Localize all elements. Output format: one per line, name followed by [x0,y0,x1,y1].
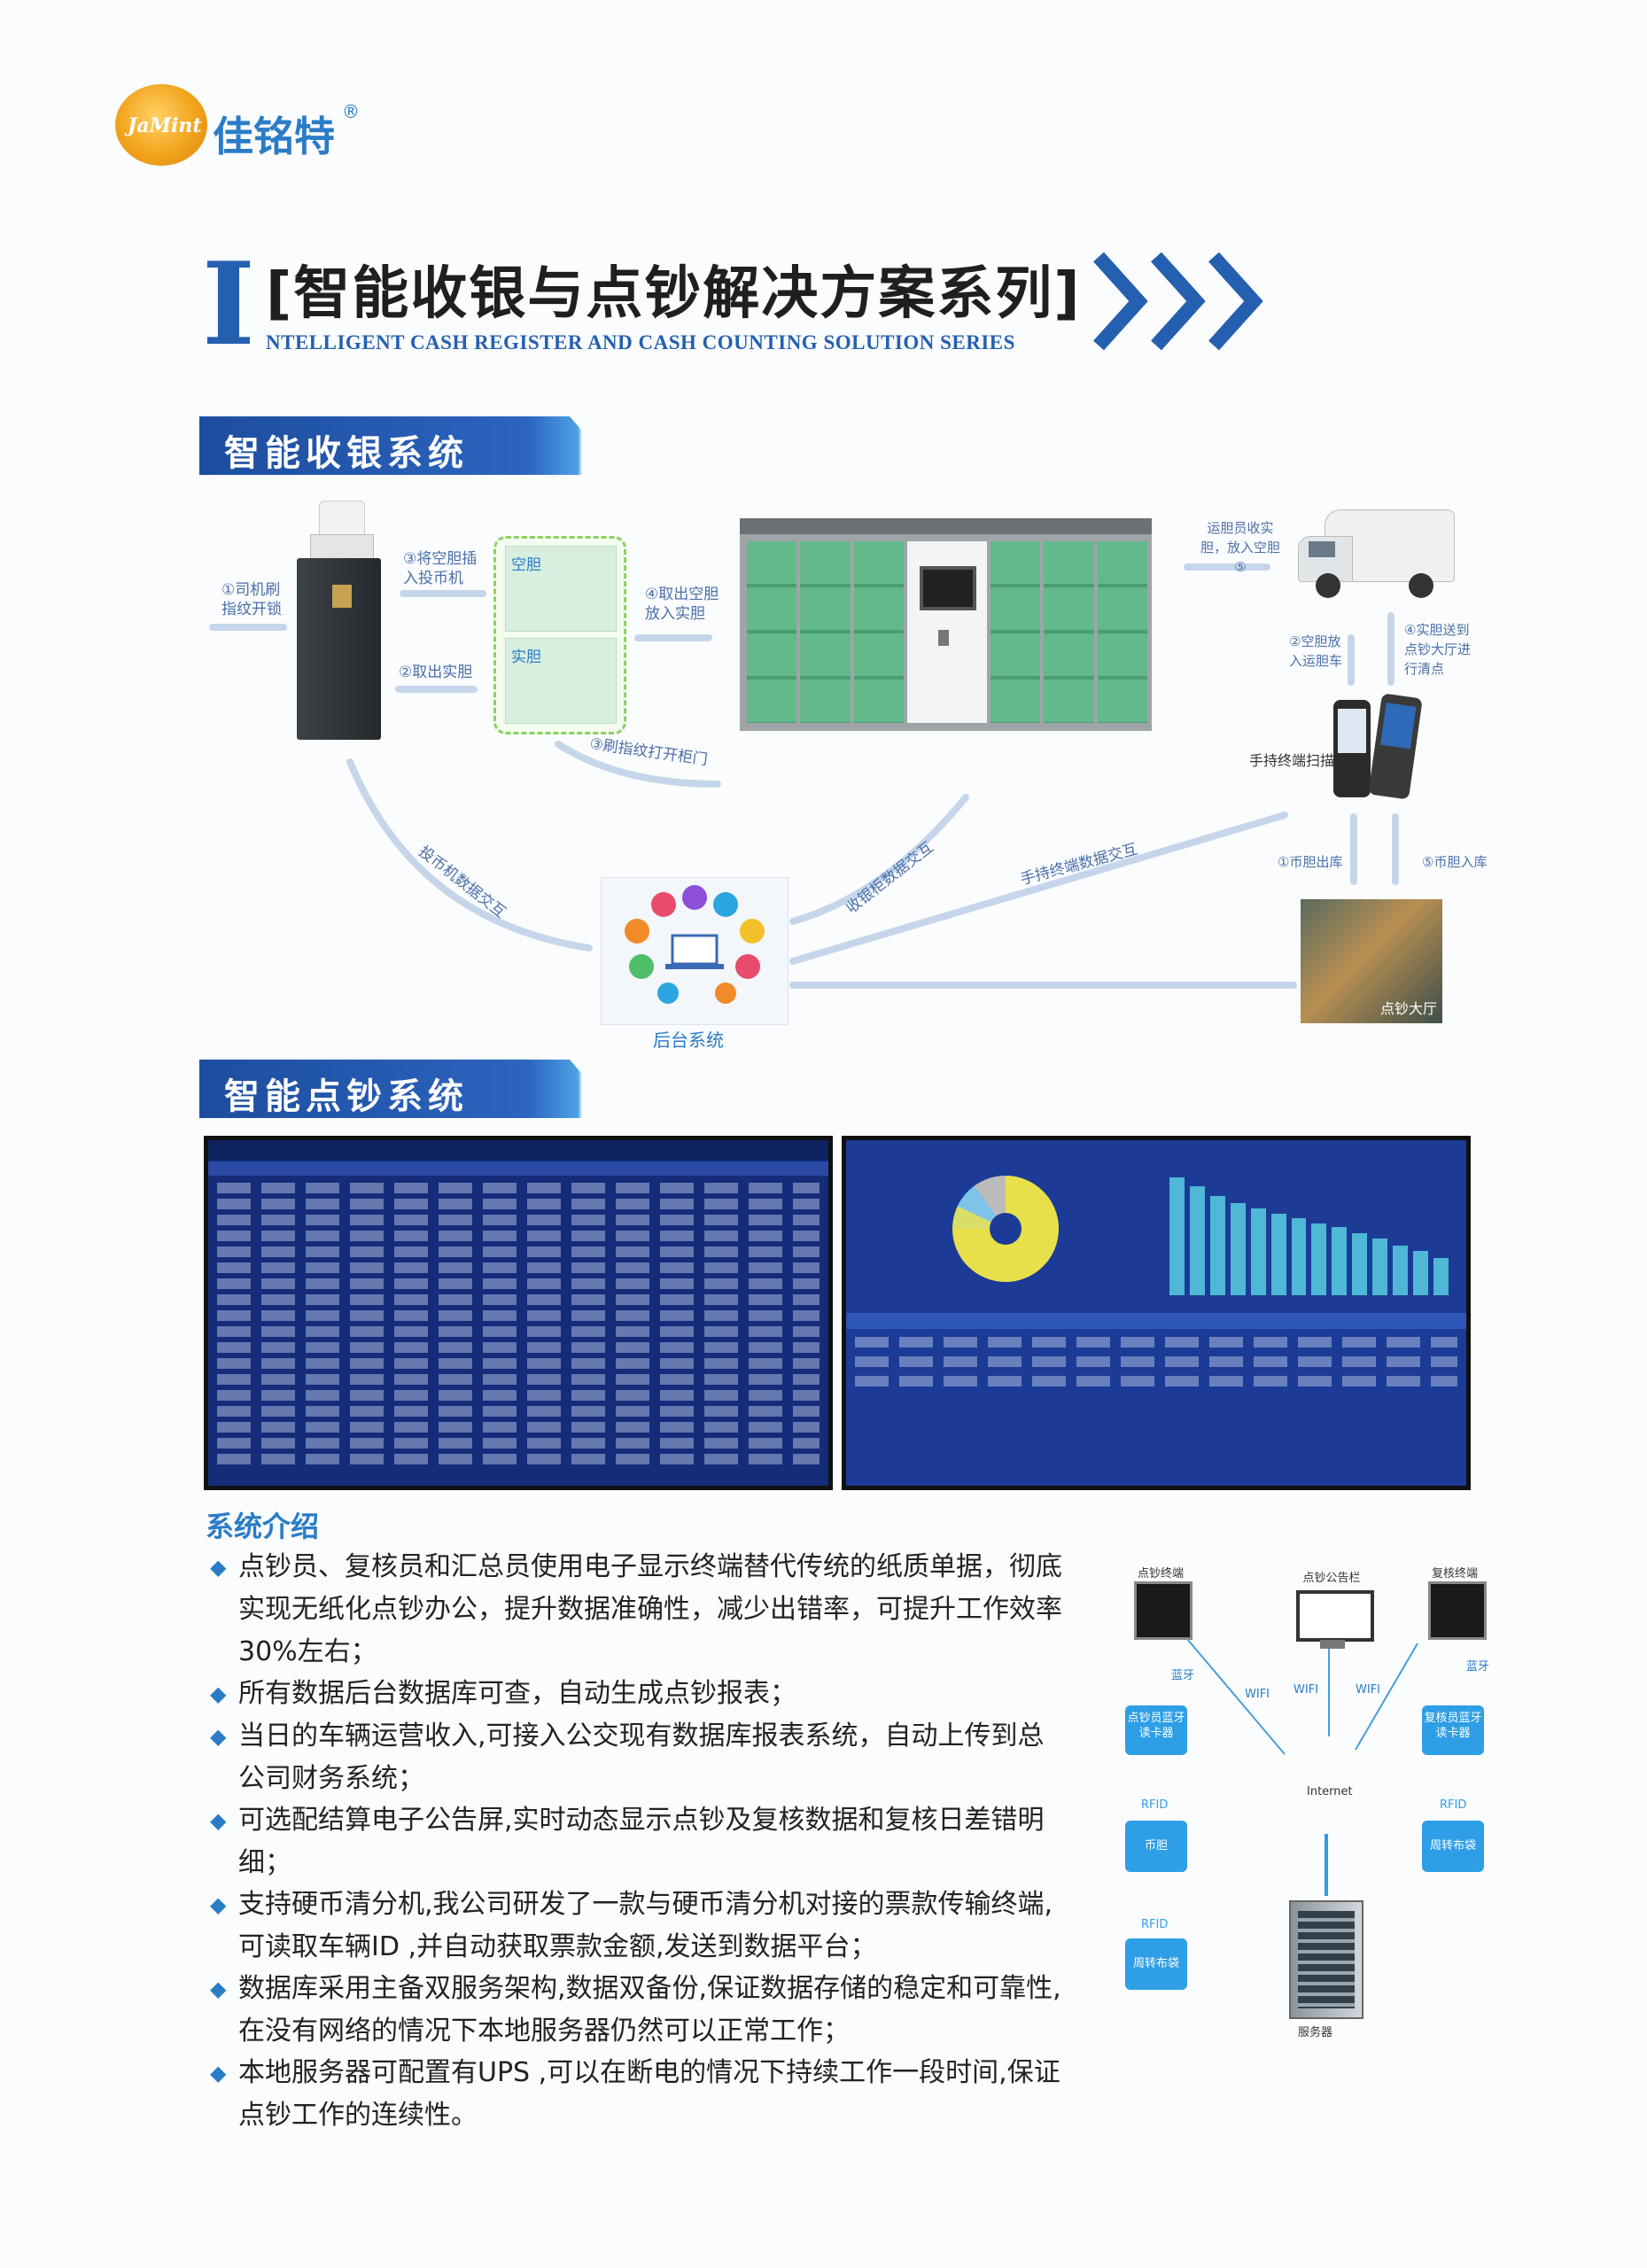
label-step2: ②取出实胆 [399,664,473,681]
net-review-terminal: 复核终端 [1431,1567,1478,1581]
brand-logo-icon: JaMint [115,84,207,166]
label-van-deliver: ④实胆送到 点钞大厅进 行清点 [1404,622,1472,677]
intro-bullet: ◆所有数据后台数据库可查，自动生成点钞报表； [210,1678,796,1709]
turnover-bag-pill-left: 周转布袋 [1125,1938,1187,1990]
net-rfid-3: RFID [1141,1918,1169,1931]
label-step1: ①司机刷 指纹开锁 [221,581,282,618]
reviewer-reader-pill: 复核员蓝牙 读卡器 [1422,1705,1484,1755]
bulletin-dashboard-screen [842,1136,1471,1490]
cabinet-lockers [747,541,1147,723]
logo-text: JaMint [128,114,202,137]
backend-system-illustration [601,877,789,1025]
handheld-device-icon [1333,700,1371,797]
coin-machine [297,501,381,740]
net-rfid-1: RFID [1141,1798,1169,1812]
registered-mark: ® [342,101,360,122]
series-title: [智能收银与点钞解决方案系列] [266,261,1082,327]
intro-bullet: ◆点钞员、复核员和汇总员使用电子显示终端替代传统的纸质单据，彻底实现无纸化点钞办… [210,1551,1062,1667]
flow-arrows [209,563,1399,989]
series-subtitle: NTELLIGENT CASH REGISTER AND CASH COUNTI… [266,331,1015,353]
net-wifi-left: WIFI [1245,1688,1270,1701]
label-van-collect: 运胆员收实 胆，放入空胆 ⑤ [1200,520,1281,575]
net-rfid-2: RFID [1440,1798,1467,1812]
counting-hall-photo: 点钞大厅 [1301,899,1442,1023]
section-header-cash-counting: 智能点钞系统 [199,1060,620,1118]
label-handheld-scan: 手持终端扫描 [1249,752,1335,769]
intro-bullet: ◆数据库采用主备双服务架构,数据双备份,保证数据存储的稳定和可靠性,在没有网络的… [210,1973,1061,2047]
cash-cabinet [740,518,1152,731]
counting-hall-label: 点钞大厅 [1379,1000,1437,1017]
label-step3-insert: ③将空胆插 入投币机 [403,550,478,587]
net-bluetooth-left: 蓝牙 [1171,1669,1195,1682]
intro-title: 系统介绍 [206,1510,320,1543]
brand-name: 佳铭特 [213,113,335,160]
monitor-stand [1320,1640,1345,1649]
counting-terminal-icon [1134,1581,1193,1640]
transport-van [1298,509,1455,602]
turnover-bag-pill-right: 周转布袋 [1422,1821,1484,1872]
intro-bullet: ◆可选配结算电子公告屏,实时动态显示点钞及复核数据和复核日差错明细； [210,1805,1045,1878]
chevron-arrows-icon [1093,252,1263,351]
net-counting-terminal: 点钞终端 [1137,1567,1184,1581]
label-bin-in: ⑤币胆入库 [1422,854,1488,870]
net-internet: Internet [1307,1785,1353,1798]
cloud-network-icon [625,885,765,1004]
label-van-empty: ②空胆放 入运胆车 [1289,633,1343,669]
net-wifi-mid: WIFI [1294,1683,1318,1697]
bulletin-monitor-icon [1296,1590,1374,1642]
intro-bullet: ◆支持硬币清分机,我公司研发了一款与硬币清分机对接的票款传输终端,可读取车辆ID… [210,1889,1053,1962]
net-server: 服务器 [1298,2026,1333,2039]
counter-reader-pill: 点钞员蓝牙 读卡器 [1125,1705,1187,1755]
server-icon [1289,1900,1363,2019]
bar-chart-icon [1169,1171,1449,1295]
section-header-cash-register: 智能收银系统 [199,416,620,475]
net-bulletin: 点钞公告栏 [1302,1572,1361,1585]
backend-label: 后台系统 [653,1029,724,1051]
net-wifi-right: WIFI [1356,1683,1380,1697]
label-bin-out: ①币胆出库 [1278,854,1343,870]
empty-bin: 空胆 [505,546,617,632]
coin-bag-pill: 币胆 [1125,1821,1187,1872]
series-initial: I [202,238,255,371]
review-terminal-icon [1428,1581,1487,1640]
pie-chart-icon [952,1176,1059,1282]
full-bin: 实胆 [505,638,617,724]
intro-bullet: ◆本地服务器可配置有UPS ,可以在断电的情况下持续工作一段时间,保证点钞工作的… [210,2057,1060,2131]
intro-bullet: ◆当日的车辆运营收入,可接入公交现有数据库报表系统，自动上传到总公司财务系统； [210,1720,1045,1794]
label-step4: ④取出空胆 放入实胆 [645,586,719,623]
net-bluetooth-right: 蓝牙 [1466,1660,1490,1674]
counting-table-screen [204,1136,833,1490]
network-lines [1186,1638,1418,1896]
coin-bin-box: 空胆 实胆 [493,536,626,734]
